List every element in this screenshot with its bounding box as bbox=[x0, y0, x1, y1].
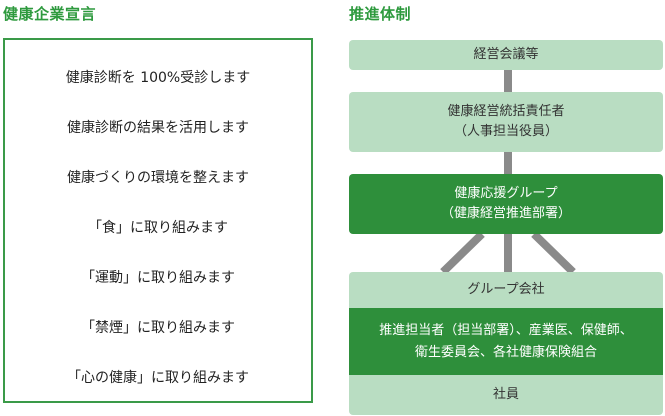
declaration-item: 健康診断を 100%受診します bbox=[65, 70, 251, 86]
executive-role: （人事担当役員） bbox=[453, 124, 558, 139]
declaration-item: 「禁煙」に取り組みます bbox=[81, 320, 235, 336]
group-companies-block: グループ会社 推進担当者（担当部署）、産業医、保健師、 衛生委員会、各社健康保険… bbox=[349, 272, 663, 415]
connector-meeting-to-executive bbox=[504, 70, 512, 92]
connector-group-center bbox=[504, 234, 512, 272]
employees-label: 社員 bbox=[492, 387, 519, 402]
employees-row: 社員 bbox=[349, 375, 663, 415]
executive-box: 健康経営統括責任者 （人事担当役員） bbox=[349, 92, 663, 152]
group-staff-line1: 推進担当者（担当部署）、産業医、保健師、 bbox=[379, 322, 633, 338]
declaration-title: 健康企業宣言 bbox=[3, 5, 97, 23]
declaration-item: 「運動」に取り組みます bbox=[81, 270, 235, 286]
group-staff-row: 推進担当者（担当部署）、産業医、保健師、 衛生委員会、各社健康保険組合 bbox=[349, 308, 663, 375]
connector-executive-to-group bbox=[504, 152, 512, 174]
declaration-item: 健康づくりの環境を整えます bbox=[67, 170, 249, 186]
connector-group-left bbox=[440, 231, 485, 275]
declaration-item: 「食」に取り組みます bbox=[88, 220, 228, 236]
management-meeting-box: 経営会議等 bbox=[349, 40, 663, 70]
declaration-box: 健康診断を 100%受診します 健康診断の結果を活用します 健康づくりの環境を整… bbox=[3, 38, 313, 403]
declaration-item: 健康診断の結果を活用します bbox=[67, 120, 249, 136]
executive-title: 健康経営統括責任者 bbox=[447, 104, 565, 119]
health-group-box: 健康応援グループ （健康経営推進部署） bbox=[349, 174, 663, 234]
health-group-dept: （健康経営推進部署） bbox=[440, 206, 571, 221]
declaration-item: 「心の健康」に取り組みます bbox=[67, 370, 249, 386]
group-companies-header: グループ会社 bbox=[349, 272, 663, 308]
group-staff-line2: 衛生委員会、各社健康保険組合 bbox=[414, 344, 597, 360]
structure-title: 推進体制 bbox=[349, 5, 412, 23]
connector-group-right bbox=[531, 231, 576, 275]
health-group-title: 健康応援グループ bbox=[454, 186, 558, 201]
group-companies-label: グループ会社 bbox=[467, 282, 545, 297]
management-meeting-label: 経営会議等 bbox=[473, 47, 539, 62]
